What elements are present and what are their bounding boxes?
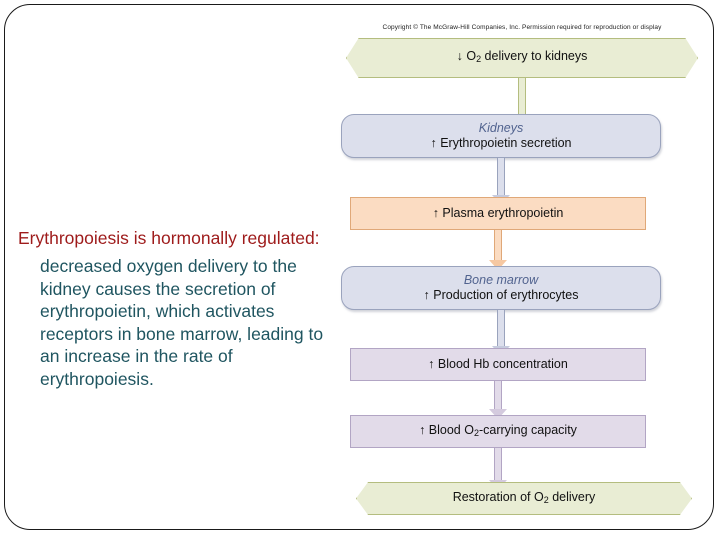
flow-node-label: ↑ Blood Hb concentration <box>428 357 568 371</box>
arrow-up-glyph: ↑ <box>428 357 435 371</box>
flow-node-sublabel: Kidneys <box>478 121 524 135</box>
flow-node-blood-o2-carrying-capacity: ↑ Blood O2-carrying capacity <box>350 415 646 448</box>
text-column: Erythropoiesis is hormonally regulated: … <box>18 228 330 390</box>
lead-heading: Erythropoiesis is hormonally regulated: <box>18 228 320 248</box>
flow-node-label: ↑ Blood O2-carrying capacity <box>419 422 577 438</box>
arrow-up-glyph: ↑ <box>432 206 439 220</box>
arrow-up-glyph: ↑ <box>430 136 437 150</box>
arrow-up-glyph: ↑ <box>419 422 426 437</box>
flow-arrow-orange-1 <box>489 230 507 270</box>
flow-node-label: Restoration of O2 delivery <box>452 489 596 505</box>
flow-node-bone-marrow-erythrocytes: Bone marrow ↑ Production of erythrocytes <box>341 266 661 310</box>
flow-node-plasma-erythropoietin: ↑ Plasma erythropoietin <box>350 197 646 230</box>
flow-arrow-purple-1 <box>489 381 507 419</box>
flow-node-label: ↑ Production of erythrocytes <box>423 288 579 302</box>
body-paragraph: decreased oxygen delivery to the kidney … <box>40 256 324 389</box>
flow-node-blood-hb-concentration: ↑ Blood Hb concentration <box>350 348 646 381</box>
flowchart: Copyright © The McGraw-Hill Companies, I… <box>336 24 708 515</box>
flow-node-label: ↓ O2 delivery to kidneys <box>456 49 588 64</box>
flow-node-kidneys-epo-secretion: Kidneys ↑ Erythropoietin secretion <box>341 114 661 158</box>
flow-node-label: ↑ Plasma erythropoietin <box>432 206 564 220</box>
flow-node-sublabel: Bone marrow <box>463 273 539 287</box>
arrow-down-glyph: ↓ <box>456 49 463 64</box>
copyright-notice: Copyright © The McGraw-Hill Companies, I… <box>382 24 662 31</box>
flow-node-restoration-o2-delivery: Restoration of O2 delivery <box>356 482 692 515</box>
flow-node-label: ↑ Erythropoietin secretion <box>430 136 572 150</box>
flow-node-o2-delivery-down: ↓ O2 delivery to kidneys <box>346 38 698 78</box>
arrow-up-glyph: ↑ <box>423 288 430 302</box>
